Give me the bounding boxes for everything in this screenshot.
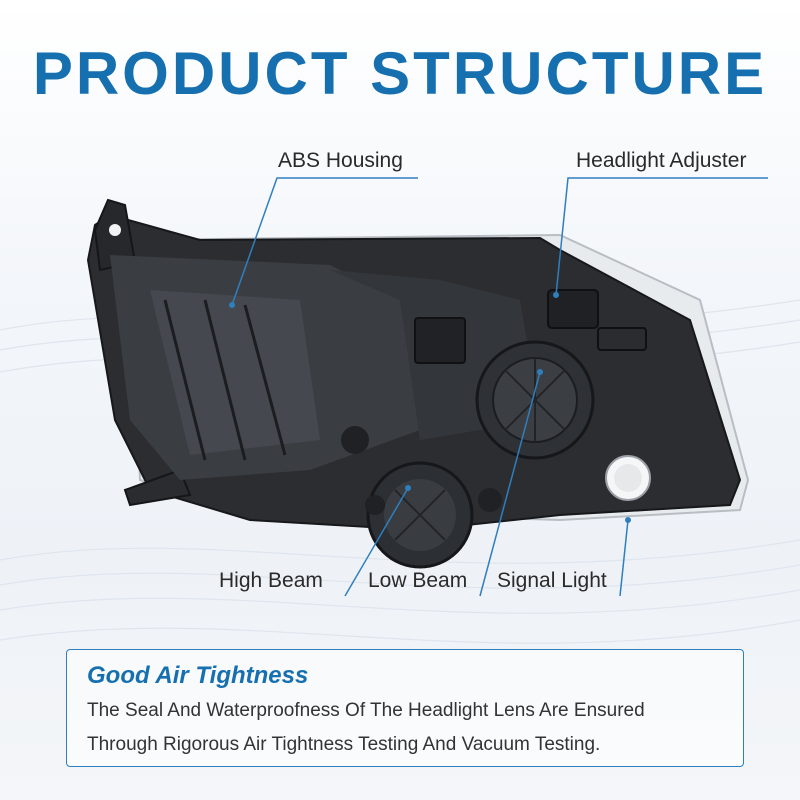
- callout-signal-light: Signal Light: [497, 569, 607, 592]
- feature-title: Good Air Tightness: [87, 662, 309, 689]
- callout-headlight-adjuster: Headlight Adjuster: [576, 149, 747, 172]
- callout-low-beam: Low Beam: [368, 569, 468, 592]
- page-title: PRODUCT STRUCTURE: [32, 40, 768, 107]
- feature-description-line-2: Through Rigorous Air Tightness Testing A…: [87, 734, 601, 755]
- feature-box: Good Air Tightness The Seal And Waterpro…: [66, 649, 744, 767]
- callout-abs-housing: ABS Housing: [278, 149, 403, 172]
- callout-high-beam: High Beam: [219, 569, 323, 592]
- feature-description-line-1: The Seal And Waterproofness Of The Headl…: [87, 700, 645, 721]
